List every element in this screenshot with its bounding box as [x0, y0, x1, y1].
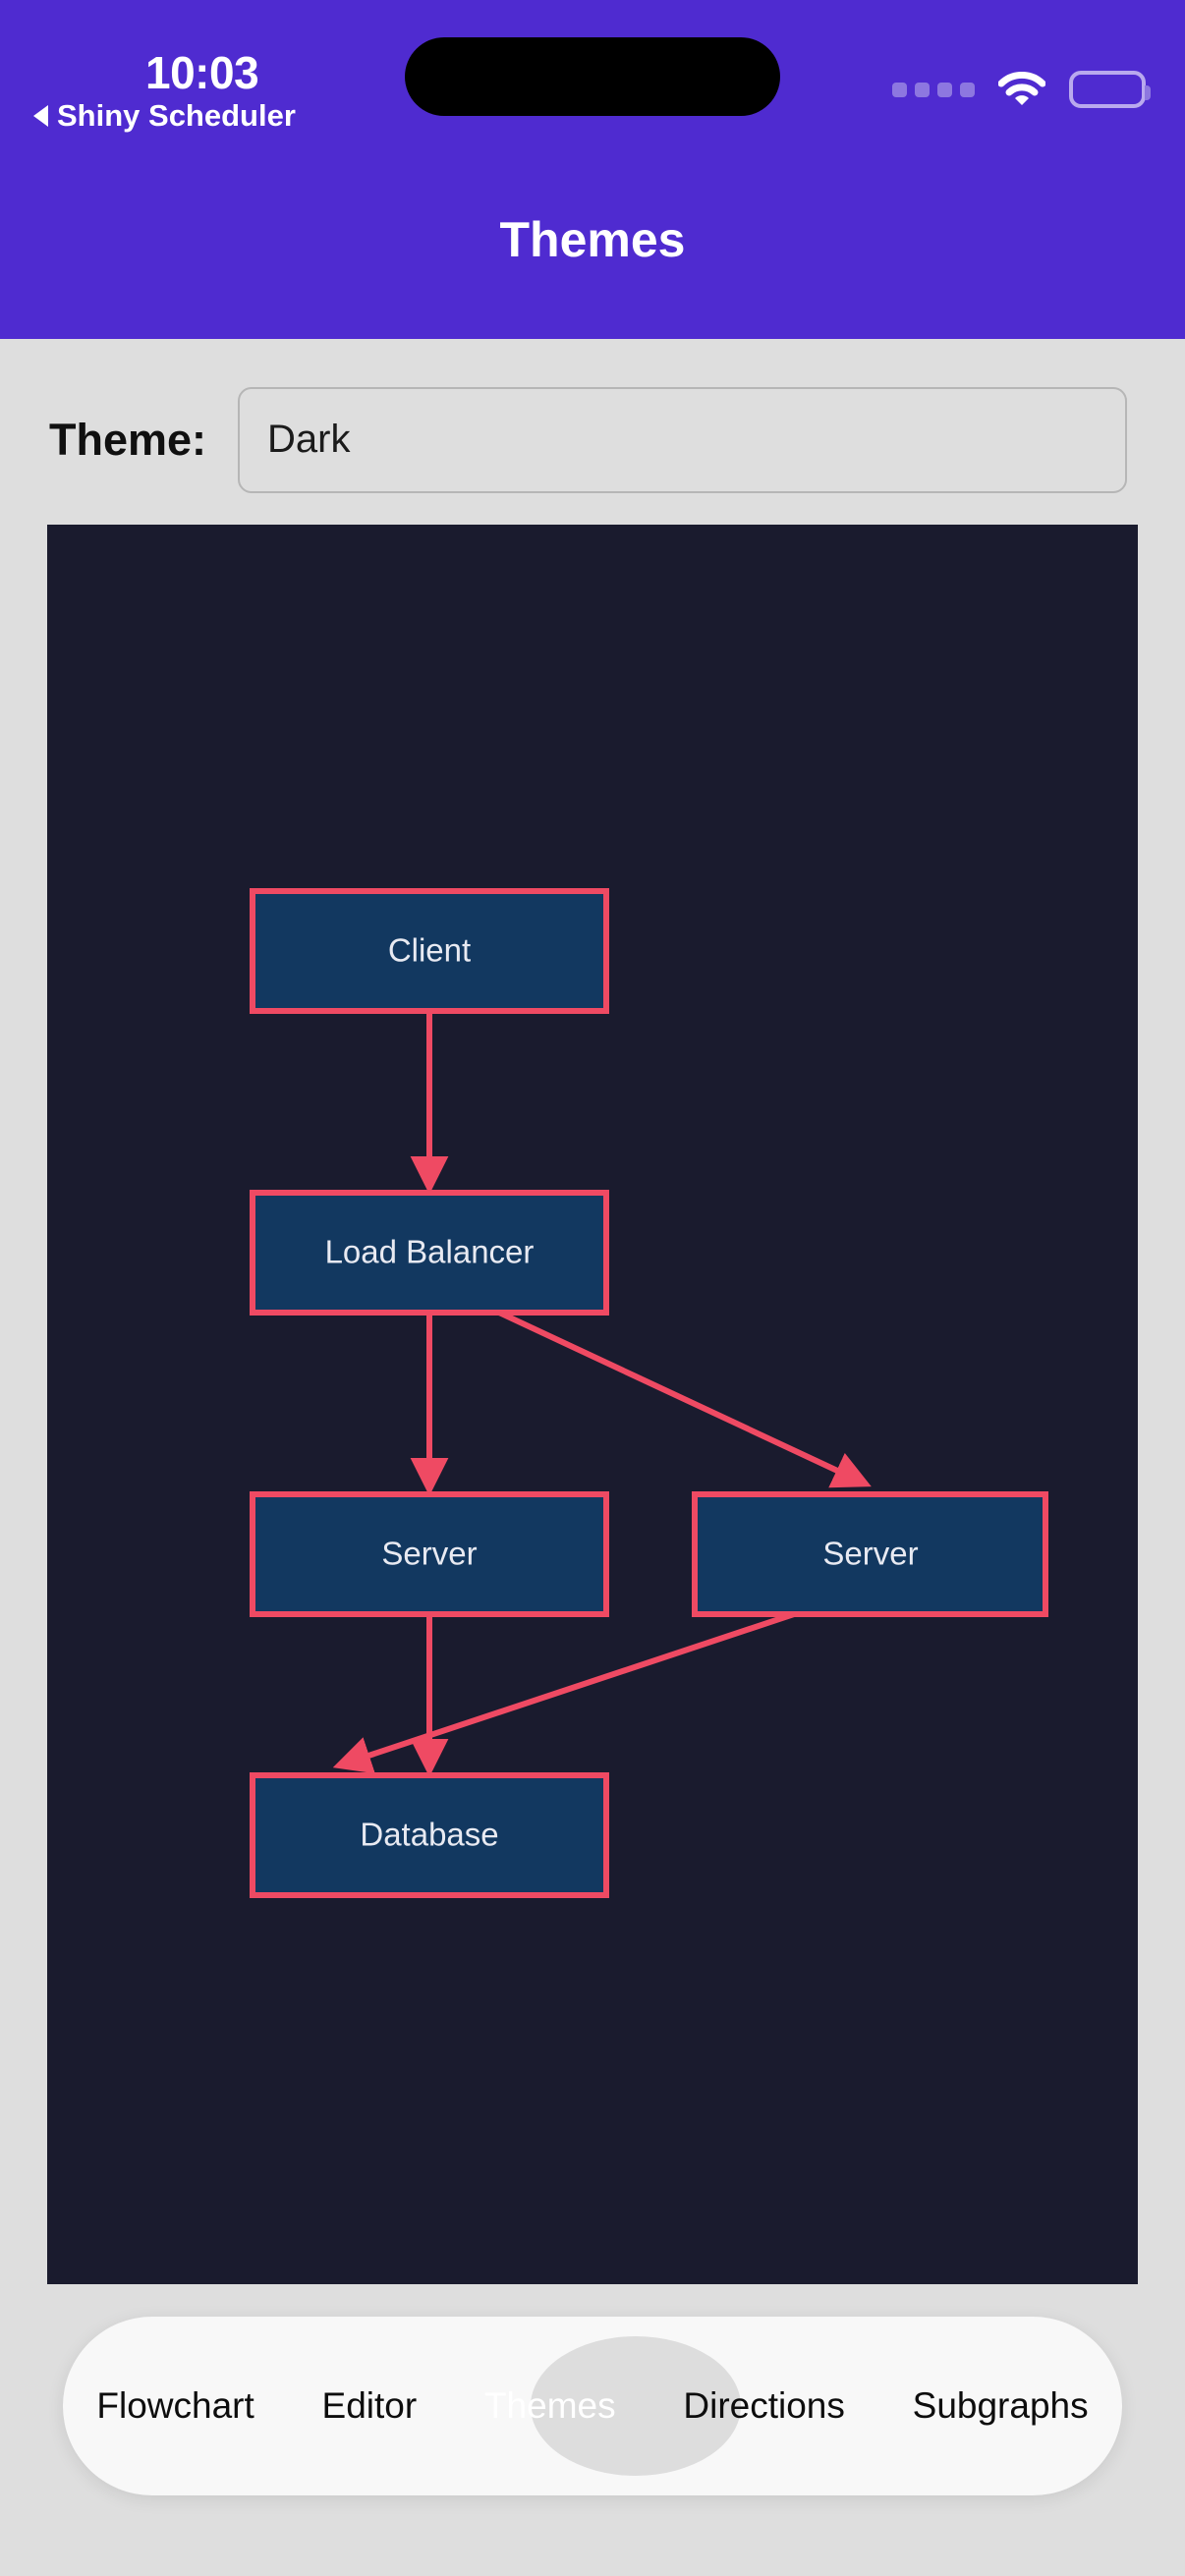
tab-editor[interactable]: Editor [321, 2385, 418, 2426]
back-button-label: Shiny Scheduler [57, 98, 296, 133]
tab-flowchart[interactable]: Flowchart [96, 2385, 254, 2426]
flowchart-edges [332, 1011, 872, 1777]
node-label-server-2: Server [822, 1536, 918, 1572]
bottom-tab-bar: Flowchart Editor Themes Directions Subgr… [63, 2317, 1122, 2495]
theme-select[interactable]: Dark [238, 386, 1128, 493]
battery-full-icon [1069, 71, 1151, 108]
tab-subgraphs[interactable]: Subgraphs [912, 2385, 1089, 2426]
flowchart-node-database[interactable]: Database [250, 1772, 609, 1898]
back-to-shiny-scheduler-button[interactable]: Shiny Scheduler [33, 98, 296, 134]
edge-lb-to-server2 [497, 1310, 872, 1488]
node-label-server-1: Server [381, 1536, 477, 1572]
theme-selector-row: Theme: Dark [0, 383, 1185, 496]
node-label-load-balancer: Load Balancer [325, 1234, 535, 1270]
node-label-client: Client [388, 932, 471, 969]
page-title: Themes [499, 212, 686, 267]
node-label-database: Database [360, 1817, 498, 1853]
flowchart-node-server-2[interactable]: Server [692, 1491, 1048, 1617]
dynamic-island [405, 37, 780, 116]
tab-themes[interactable]: Themes [483, 2385, 616, 2426]
theme-label: Theme: [49, 414, 207, 465]
status-bar-time: 10:03 [145, 47, 259, 98]
app-header: 10:03 Shiny Scheduler [0, 0, 1185, 339]
theme-select-value: Dark [267, 418, 351, 461]
edge-server2-to-db [332, 1611, 795, 1774]
flowchart-node-load-balancer[interactable]: Load Balancer [250, 1190, 609, 1316]
signal-dots-icon [892, 82, 975, 97]
triangle-left-icon [33, 105, 48, 127]
flowchart-node-client[interactable]: Client [250, 888, 609, 1014]
status-bar: 10:03 Shiny Scheduler [0, 0, 1185, 167]
active-tab-highlight [531, 2336, 741, 2476]
flowchart-canvas[interactable]: Client Load Balancer Server Server Datab… [47, 525, 1138, 2284]
flowchart-svg: Client Load Balancer Server Server Datab… [250, 888, 1048, 1898]
flowchart-node-server-1[interactable]: Server [250, 1491, 609, 1617]
tab-directions[interactable]: Directions [683, 2385, 845, 2426]
status-bar-indicators [892, 71, 1151, 108]
wifi-icon [997, 71, 1046, 107]
